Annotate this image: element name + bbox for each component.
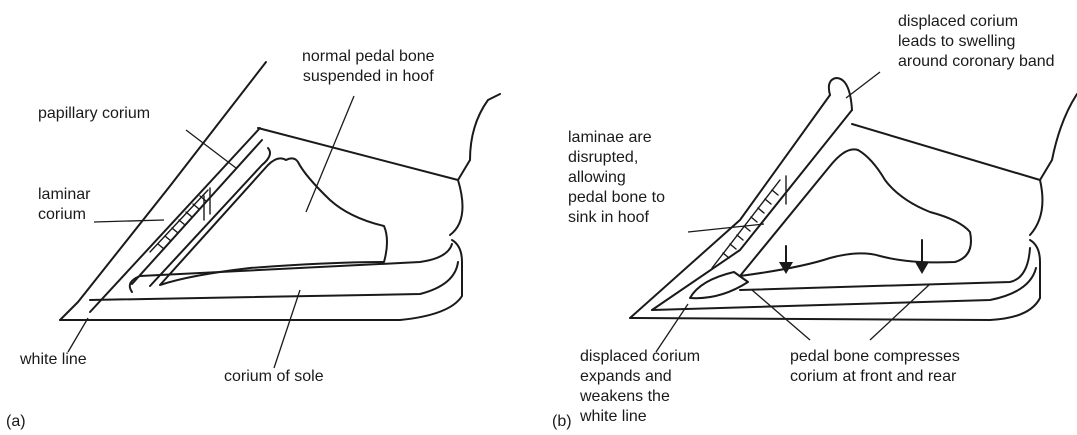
panel-a-corium-of-sole-layer <box>130 244 452 292</box>
panel-b-laminae-hatching <box>712 176 786 268</box>
label-pedal-bone-compresses: pedal bone compresses corium at front an… <box>790 347 960 387</box>
panel-b-pedal-bone <box>740 149 971 276</box>
label-white-line-a: white line <box>20 350 87 370</box>
panel-a-label: (a) <box>6 412 26 432</box>
panel-b-label: (b) <box>552 412 572 432</box>
panel-a-coronary-band <box>258 128 458 180</box>
panel-a-hoof-wall-inner <box>90 128 260 312</box>
panel-b-sinking-arrows <box>779 240 929 274</box>
label-displaced-corium-bottom: displaced corium expands and weakens the… <box>580 347 700 427</box>
panel-b-coronary-swelling <box>829 78 852 110</box>
label-corium-of-sole: corium of sole <box>224 367 324 387</box>
panel-a-corium-band <box>132 140 270 286</box>
panel-b-heel-outline <box>1030 94 1077 235</box>
panel-a-heel-outline <box>450 94 500 235</box>
label-papillary-corium: papillary corium <box>38 104 150 124</box>
label-displaced-corium-top: displaced corium leads to swelling aroun… <box>898 12 1055 72</box>
label-laminae-disrupted: laminae are disrupted, allowing pedal bo… <box>568 128 665 228</box>
label-laminar-corium: laminar corium <box>38 185 90 225</box>
panel-b-hoof-wall-inner <box>652 110 852 310</box>
panel-a-sole-inner <box>90 262 458 300</box>
label-normal-pedal-bone: normal pedal bone suspended in hoof <box>302 47 435 87</box>
panel-b-hoof-drawing <box>630 78 1077 320</box>
panel-a-leader-lines <box>68 96 354 368</box>
panel-a-hoof-drawing <box>60 62 500 320</box>
panel-b-sole-inner <box>652 268 1036 310</box>
